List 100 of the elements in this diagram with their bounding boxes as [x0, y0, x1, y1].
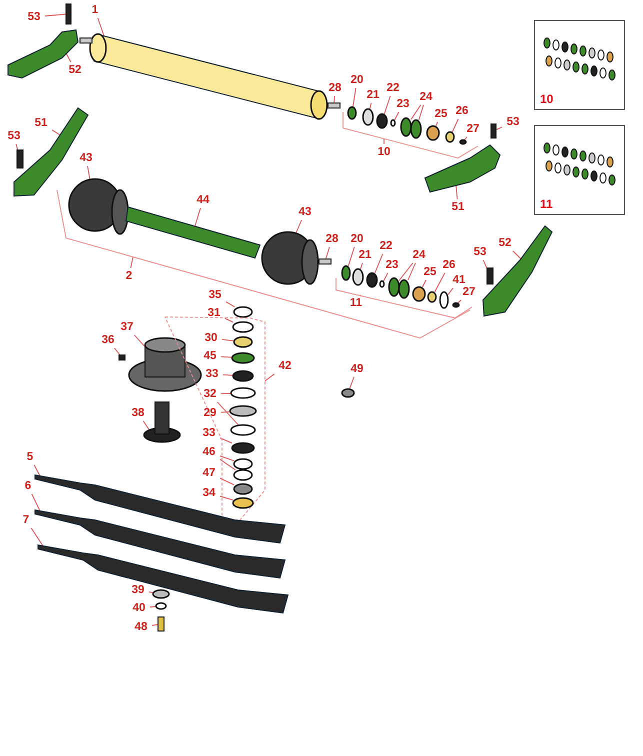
callout-number: 53	[503, 115, 523, 129]
leader-line	[34, 464, 40, 476]
leader-line	[220, 392, 232, 394]
leader-line	[452, 118, 459, 132]
leader-line	[408, 262, 416, 280]
callout-number: 39	[128, 583, 148, 597]
inset-box	[534, 125, 625, 215]
leader-line	[422, 280, 426, 288]
leader-line	[220, 455, 234, 462]
shaft-drawing	[143, 402, 181, 443]
callout-number: 38	[128, 406, 148, 420]
arm-drawing	[424, 144, 501, 193]
inset-box	[534, 20, 625, 110]
leader-line	[334, 96, 335, 104]
callout-number: 28	[322, 232, 342, 246]
leader-line	[130, 256, 134, 268]
roller-drawing	[80, 33, 328, 120]
ring-drawing	[341, 388, 355, 398]
arm-drawing	[8, 29, 79, 79]
callout-number: 25	[431, 107, 451, 121]
callout-number: 11	[346, 296, 366, 310]
callout-number: 28	[325, 81, 345, 95]
blade-drawing	[38, 544, 289, 614]
callout-number: 48	[131, 620, 151, 634]
callout-number: 20	[347, 232, 367, 246]
callout-number: 34	[199, 486, 219, 500]
callout-number: 2	[119, 269, 139, 283]
callout-number: 11	[540, 197, 553, 211]
callout-number: 10	[374, 145, 394, 159]
leader-line	[97, 18, 104, 36]
callout-number: 52	[495, 236, 515, 250]
bolt-drawing	[66, 4, 72, 24]
callout-number: 22	[376, 239, 396, 253]
callout-number: 41	[449, 273, 469, 287]
leader-line	[384, 96, 391, 114]
callout-number: 31	[204, 306, 224, 320]
callout-number: 42	[275, 359, 295, 373]
bolt-drawing	[158, 616, 164, 632]
callout-number: 24	[416, 90, 436, 104]
leader-line	[66, 52, 72, 62]
callout-number: 44	[193, 193, 213, 207]
leader-line	[394, 112, 400, 120]
callout-number: 52	[65, 63, 85, 77]
callout-number: 27	[463, 122, 483, 136]
callout-number: 23	[382, 258, 402, 272]
leader-line	[220, 496, 234, 501]
callout-number: 27	[459, 285, 479, 299]
callout-number: 43	[76, 151, 96, 165]
callout-number: 35	[205, 288, 225, 302]
leader-line	[348, 246, 355, 266]
callout-number: 23	[393, 97, 413, 111]
leader-line	[30, 528, 44, 546]
callout-number: 43	[295, 205, 315, 219]
callout-number: 24	[409, 248, 429, 262]
leader-line	[220, 411, 230, 413]
shaft-end-drawing	[328, 102, 340, 108]
callout-number: 47	[199, 466, 219, 480]
ring-drawing	[232, 321, 254, 333]
leader-line	[434, 272, 446, 292]
leader-line	[194, 208, 201, 226]
leader-line	[410, 104, 422, 120]
housing-drawing	[128, 337, 202, 392]
ring-drawing	[362, 108, 374, 126]
callout-number: 10	[540, 92, 554, 106]
callout-number: 33	[202, 367, 222, 381]
callout-number: 26	[439, 258, 459, 272]
screw-drawing	[118, 354, 126, 360]
roller-drawing	[261, 231, 319, 285]
callout-number: 40	[129, 601, 149, 615]
washer-drawing	[152, 589, 170, 599]
callout-number: 20	[347, 73, 367, 87]
leader-line	[87, 166, 90, 180]
leader-line	[52, 129, 60, 136]
bolt-drawing	[486, 268, 494, 284]
callout-number: 26	[452, 104, 472, 118]
leader-line	[374, 254, 384, 274]
callout-number: 29	[200, 406, 220, 420]
callout-number: 22	[383, 81, 403, 95]
leader-line	[496, 126, 502, 130]
callout-number: 32	[200, 387, 220, 401]
leader-line	[150, 606, 156, 608]
leader-line	[349, 376, 354, 390]
callout-number: 53	[24, 10, 44, 24]
leader-line	[220, 458, 236, 470]
ring-drawing	[347, 106, 357, 120]
leader-line	[224, 318, 234, 323]
leader-line	[435, 122, 438, 126]
callout-number: 51	[448, 200, 468, 214]
leader-line	[220, 356, 232, 358]
callout-number: 21	[355, 248, 375, 262]
leader-line	[264, 374, 275, 382]
blade-drawing	[34, 474, 286, 544]
leader-line	[456, 184, 458, 200]
leader-line	[220, 437, 232, 444]
callout-number: 25	[420, 265, 440, 279]
leader-line	[296, 220, 302, 234]
leader-line	[222, 338, 234, 342]
callout-number: 45	[200, 349, 220, 363]
callout-number: 6	[18, 479, 38, 493]
leader-line	[398, 262, 414, 282]
